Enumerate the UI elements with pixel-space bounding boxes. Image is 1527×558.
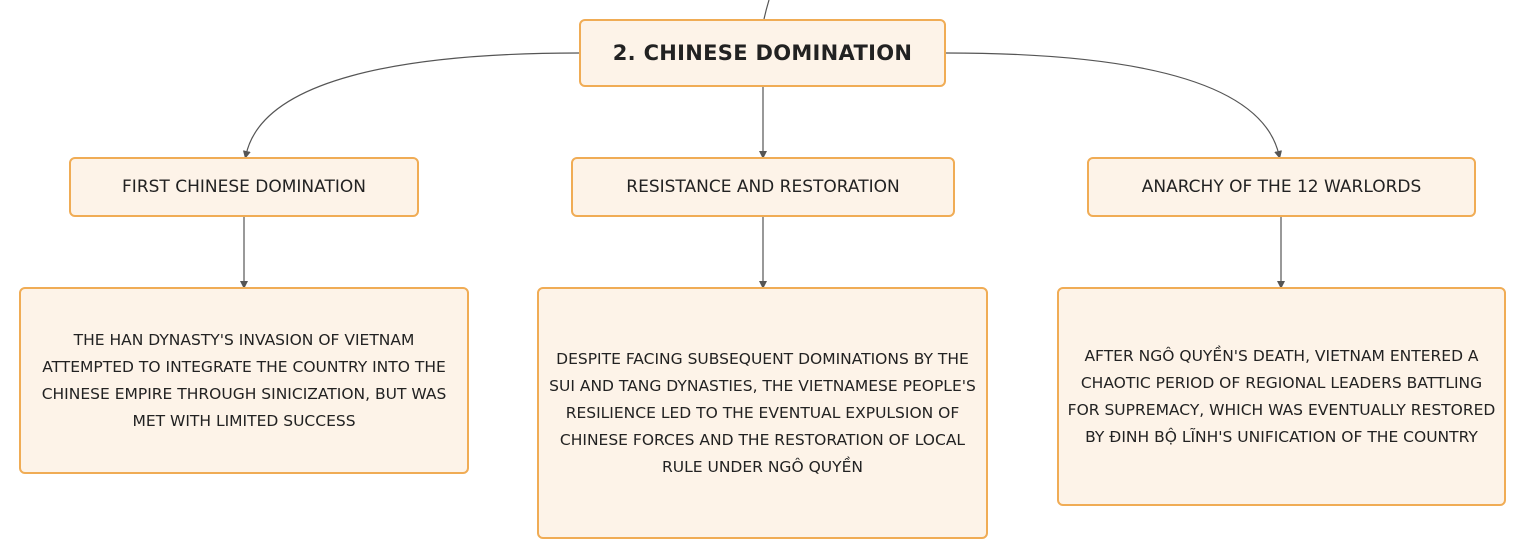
branch-node-resistance-and-restoration[interactable]: RESISTANCE AND RESTORATION	[571, 157, 955, 217]
branch-node-anarchy-of-the-12-warlords[interactable]: ANARCHY OF THE 12 WARLORDS	[1087, 157, 1476, 217]
detail-node-first-chinese-domination[interactable]: THE HAN DYNASTY'S INVASION OF VIETNAM AT…	[19, 287, 469, 474]
connector-root-to-anarchy-of-the-12-warlords	[945, 52, 1283, 159]
connector-parent-to-root	[763, 0, 770, 20]
detail-node-resistance-and-restoration[interactable]: DESPITE FACING SUBSEQUENT DOMINATIONS BY…	[537, 287, 988, 539]
branch-node-label: FIRST CHINESE DOMINATION	[122, 177, 366, 197]
connector-root-to-first-chinese-domination	[242, 52, 580, 159]
detail-node-anarchy-of-the-12-warlords[interactable]: AFTER NGÔ QUYỀN'S DEATH, VIETNAM ENTERED…	[1057, 287, 1506, 506]
branch-node-label: ANARCHY OF THE 12 WARLORDS	[1141, 177, 1422, 197]
branch-node-first-chinese-domination[interactable]: FIRST CHINESE DOMINATION	[69, 157, 419, 217]
root-node[interactable]: 2. CHINESE DOMINATION	[579, 19, 946, 87]
detail-node-text: DESPITE FACING SUBSEQUENT DOMINATIONS BY…	[549, 349, 976, 476]
root-node-label: 2. CHINESE DOMINATION	[612, 41, 913, 65]
detail-node-text: THE HAN DYNASTY'S INVASION OF VIETNAM AT…	[41, 330, 447, 430]
branch-node-label: RESISTANCE AND RESTORATION	[626, 177, 900, 197]
detail-node-text: AFTER NGÔ QUYỀN'S DEATH, VIETNAM ENTERED…	[1067, 346, 1496, 446]
